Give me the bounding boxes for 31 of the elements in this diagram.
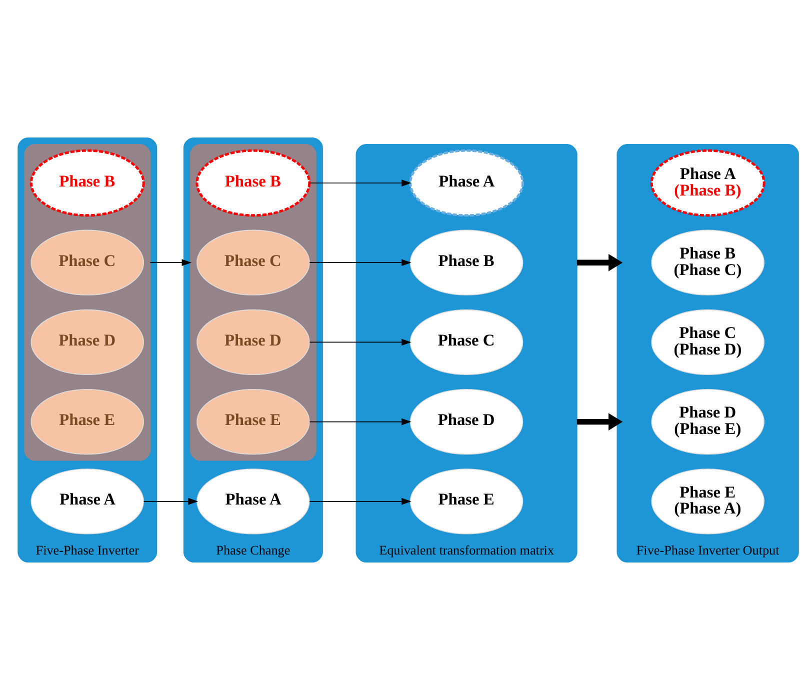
node-ellipse: Phase B (Phase C) xyxy=(651,230,764,296)
arrow xyxy=(143,498,198,505)
node-ellipse: Phase A xyxy=(30,468,144,534)
node-ellipse: Phase A (Phase B) xyxy=(650,149,766,217)
arrow xyxy=(309,180,412,186)
arrow xyxy=(309,338,412,346)
arrow xyxy=(150,259,192,266)
node-ellipse: Phase E xyxy=(30,388,144,455)
node-ellipse: Phase B xyxy=(410,230,524,296)
node-ellipse: Phase D xyxy=(410,388,524,455)
node-ellipse: Phase D xyxy=(196,309,310,376)
node-ellipse: Phase E xyxy=(196,388,310,455)
node-ellipse: Phase D xyxy=(30,309,144,376)
node-ellipse: Phase A xyxy=(409,149,524,217)
arrow xyxy=(576,254,623,272)
node-ellipse: Phase C xyxy=(410,309,524,376)
node-ellipse: Phase B xyxy=(196,149,311,217)
cluster xyxy=(24,144,151,461)
arrow xyxy=(309,498,412,505)
arrow xyxy=(576,413,623,430)
arrow xyxy=(309,418,412,426)
node-ellipse: Phase C xyxy=(196,230,310,296)
node-ellipse: Phase D (Phase E) xyxy=(651,388,764,455)
node-ellipse: Phase E (Phase A) xyxy=(651,468,764,534)
node-ellipse: Phase C xyxy=(30,230,144,296)
arrow xyxy=(309,259,412,266)
node-ellipse: Phase B xyxy=(30,149,145,217)
node-ellipse: Phase A xyxy=(196,468,310,534)
cluster xyxy=(190,144,316,461)
node-ellipse: Phase E xyxy=(410,468,524,534)
node-ellipse: Phase C (Phase D) xyxy=(651,309,764,376)
